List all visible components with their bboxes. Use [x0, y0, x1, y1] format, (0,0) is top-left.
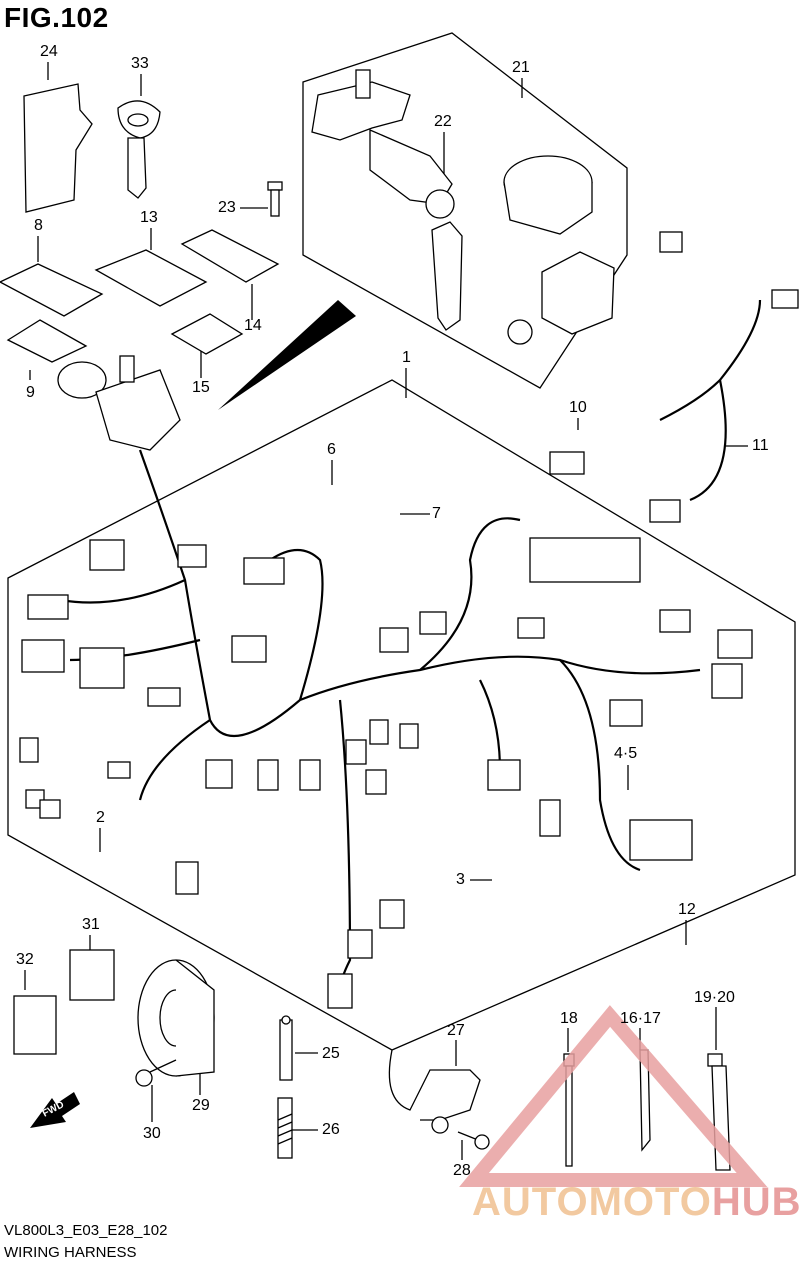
callout-28: 28 — [453, 1162, 471, 1179]
figure-title: FIG.102 — [4, 2, 109, 33]
callout-31: 31 — [82, 916, 100, 933]
callout-29: 29 — [192, 1097, 210, 1114]
callout-23: 23 — [218, 199, 236, 216]
callout-13: 13 — [140, 209, 158, 226]
callout-2: 2 — [96, 809, 105, 826]
callout-16-17: 16·17 — [620, 1010, 661, 1027]
relay-icon — [13, 949, 115, 1055]
callout-10: 10 — [569, 399, 587, 416]
plate-icon — [23, 83, 93, 213]
harness-connectors — [19, 231, 799, 1009]
steering-lock-icon — [57, 355, 181, 451]
callout-26: 26 — [322, 1121, 340, 1138]
pointer-wedge — [218, 300, 356, 410]
callout-24: 24 — [40, 43, 58, 60]
callout-15: 15 — [192, 379, 210, 396]
horn-icon — [137, 959, 215, 1077]
fuel-cap-lock-icon — [503, 155, 593, 235]
callout-1: 1 — [402, 349, 411, 366]
fwd-arrow-icon — [30, 1092, 80, 1128]
screw-icon — [267, 181, 283, 217]
callout-8: 8 — [34, 217, 43, 234]
callout-3: 3 — [456, 871, 465, 888]
callout-27: 27 — [447, 1022, 465, 1039]
watermark-text: AUTOMOTOHUB — [472, 1180, 800, 1225]
sheet-9-icon — [6, 319, 88, 363]
callout-19-20: 19·20 — [694, 989, 735, 1006]
sheet-15-icon — [170, 313, 244, 355]
seat-lock-icon — [507, 251, 615, 345]
callout-18: 18 — [560, 1010, 578, 1027]
footer-caption: WIRING HARNESS — [4, 1244, 137, 1261]
bolt-28-icon — [457, 1131, 490, 1150]
callout-4-5: 4·5 — [614, 745, 638, 762]
footer-code: VL800L3_E03_E28_102 — [4, 1222, 168, 1239]
callout-11: 11 — [752, 437, 769, 454]
sensor-icon — [388, 1049, 481, 1134]
callout-33: 33 — [131, 55, 149, 72]
callout-9: 9 — [26, 384, 35, 401]
bolt-icon — [135, 1059, 177, 1087]
sheet-13-icon — [94, 249, 208, 307]
callout-32: 32 — [16, 951, 34, 968]
sheet-14-icon — [180, 229, 280, 283]
callout-25: 25 — [322, 1045, 340, 1062]
callout-12: 12 — [678, 901, 696, 918]
callout-30: 30 — [143, 1125, 161, 1142]
spring-icon — [277, 1097, 293, 1159]
watermark-part1: AUTOMOTO — [472, 1180, 712, 1224]
sheet-8-icon — [0, 263, 104, 317]
callout-7: 7 — [432, 505, 441, 522]
neutral-switch-icon — [279, 1015, 293, 1081]
lock-set-frame — [302, 32, 628, 389]
ignition-switch-icon — [311, 69, 463, 331]
watermark-triangle — [459, 1005, 768, 1187]
key-icon — [117, 100, 161, 199]
watermark-part2: HUB — [711, 1180, 800, 1224]
callout-14: 14 — [244, 317, 262, 334]
callout-21: 21 — [512, 59, 530, 76]
callout-6: 6 — [327, 441, 336, 458]
callout-22: 22 — [434, 113, 452, 130]
harness-frame — [7, 379, 796, 1051]
